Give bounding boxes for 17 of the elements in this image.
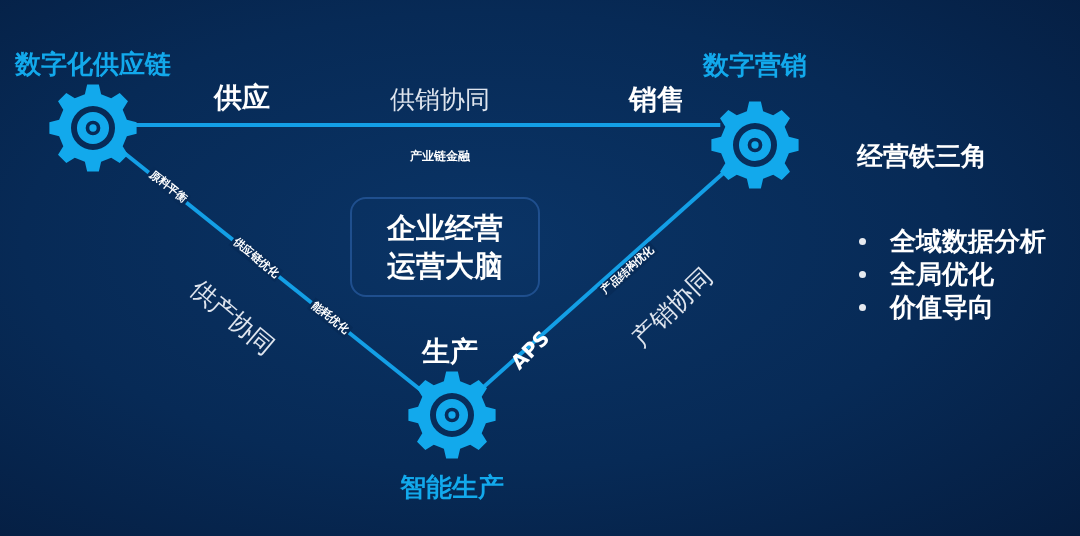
gear-caption: 数字营销	[703, 49, 807, 81]
side-label: 供应	[214, 81, 270, 115]
edge-label: 供销协同	[390, 85, 490, 115]
list-heading: 经营铁三角	[857, 140, 987, 172]
side-label: 销售	[629, 83, 685, 117]
list-item: 全局优化	[890, 258, 994, 290]
gear-caption: 数字化供应链	[15, 48, 171, 80]
small-label: 产业链金融	[410, 148, 470, 164]
line-label: 供应链优化	[228, 234, 284, 282]
gear-caption: 智能生产	[400, 471, 504, 503]
side-label: 生产	[422, 335, 478, 369]
line-label: 产品结构优化	[597, 241, 659, 299]
connector-line	[480, 170, 727, 390]
list-item: 全域数据分析	[890, 225, 1046, 257]
line-label: 能耗优化	[306, 297, 354, 339]
list-item: 价值导向	[890, 291, 994, 323]
text-box: 企业经营运营大脑	[350, 197, 540, 297]
